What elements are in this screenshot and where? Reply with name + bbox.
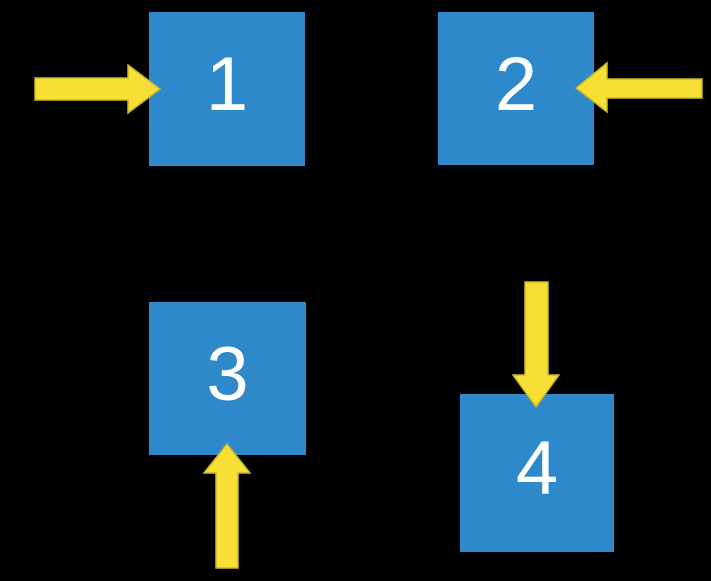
square-1-label: 1 [205, 42, 249, 127]
arrow-right-icon [34, 63, 162, 115]
square-3-label: 3 [206, 331, 249, 417]
arrow-down-icon [511, 281, 561, 409]
square-4[interactable]: 4 [460, 394, 614, 552]
square-4-label: 4 [515, 426, 559, 511]
square-3[interactable]: 3 [149, 302, 306, 455]
square-2-label: 2 [494, 41, 538, 127]
arrow-left-icon [574, 61, 703, 114]
arrow-up-icon [202, 442, 252, 569]
square-2[interactable]: 2 [438, 12, 594, 165]
square-1[interactable]: 1 [149, 12, 305, 166]
